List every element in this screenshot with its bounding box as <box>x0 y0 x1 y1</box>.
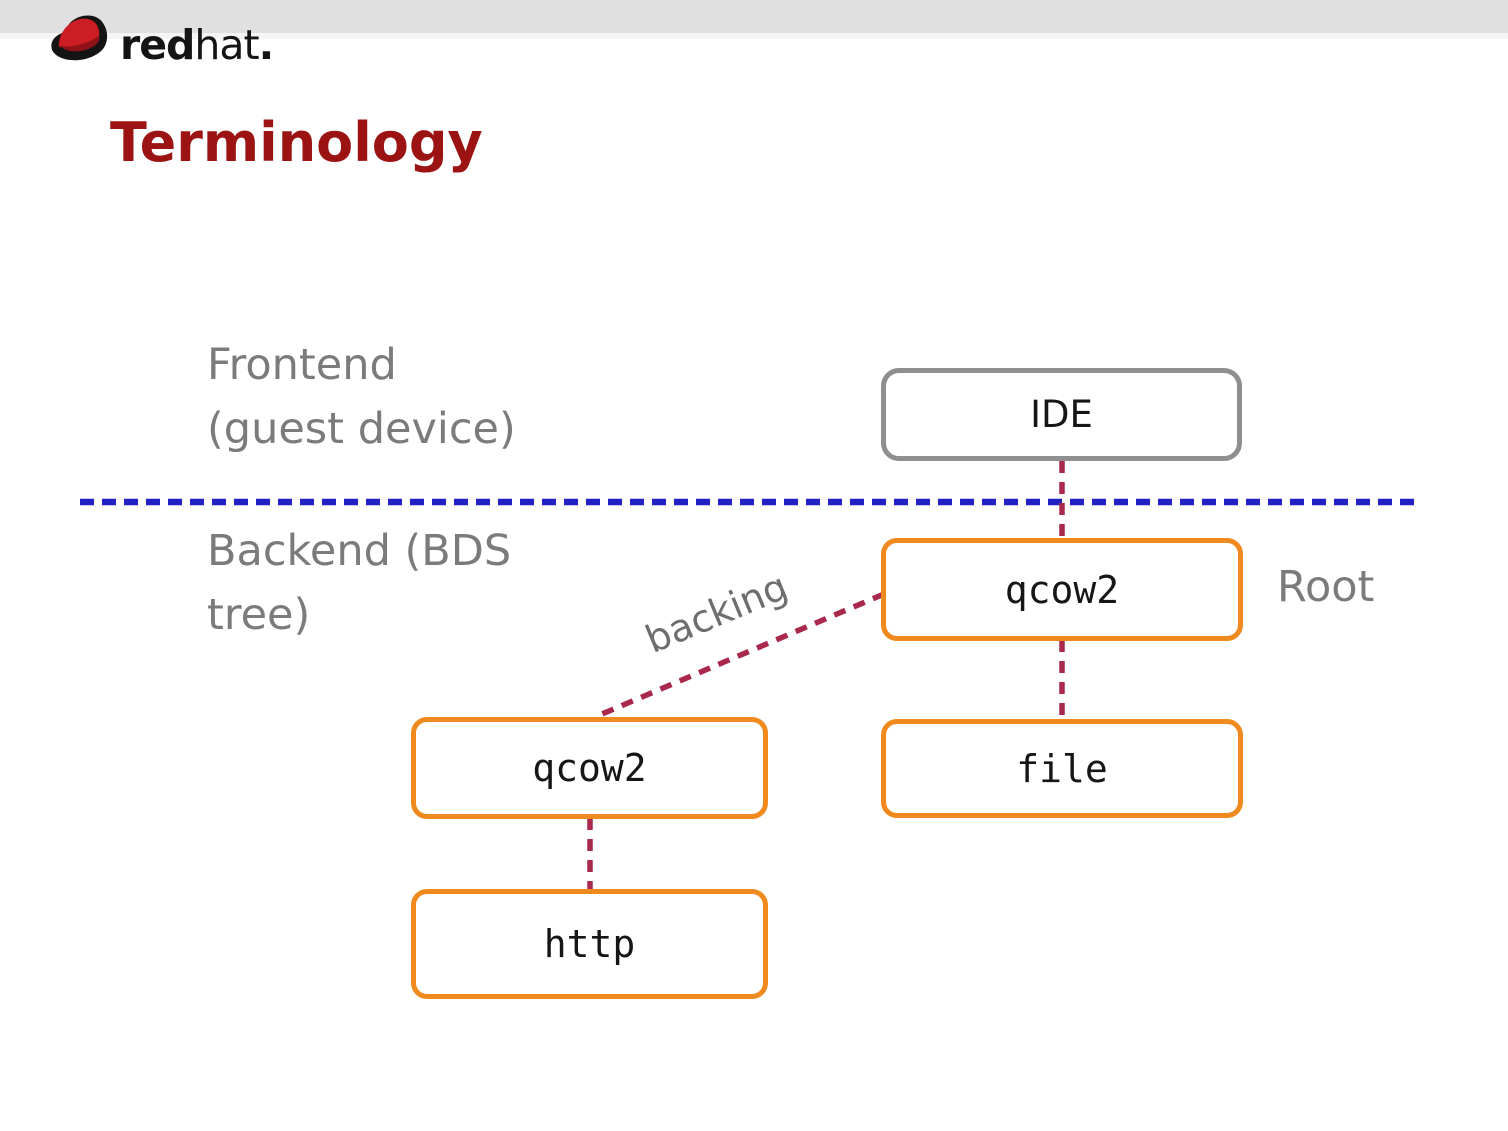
wordmark-red: red <box>120 21 195 69</box>
wordmark-hat: hat <box>194 21 259 69</box>
frontend-label-line1: Frontend <box>207 340 397 390</box>
node-qcow2-root: qcow2 <box>881 538 1243 641</box>
node-file: file <box>881 719 1243 818</box>
wordmark-period: . <box>258 21 275 69</box>
redhat-logo: redhat. <box>46 6 274 70</box>
edge-qcow2-root-to-qcow2-backing <box>600 591 886 717</box>
slide-title: Terminology <box>110 111 483 174</box>
node-ide-label: IDE <box>1030 393 1093 436</box>
node-file-label: file <box>1016 746 1108 791</box>
node-qcow2-root-label: qcow2 <box>1004 567 1120 612</box>
node-qcow2-backing-label: qcow2 <box>532 746 647 790</box>
node-qcow2-backing: qcow2 <box>411 717 768 819</box>
frontend-tier-label: Frontend (guest device) <box>207 334 516 461</box>
backend-tier-label: Backend (BDS tree) <box>207 520 511 647</box>
redhat-wordmark: redhat. <box>120 25 274 70</box>
root-label: Root <box>1277 562 1375 612</box>
node-http: http <box>411 889 768 999</box>
top-bar <box>0 0 1508 39</box>
node-ide: IDE <box>881 368 1242 461</box>
backend-label-line2: tree) <box>207 589 311 640</box>
redhat-hat-icon <box>51 15 108 61</box>
backend-label-line1: Backend (BDS <box>207 526 512 576</box>
node-http-label: http <box>543 922 636 966</box>
frontend-label-line2: (guest device) <box>207 403 516 454</box>
